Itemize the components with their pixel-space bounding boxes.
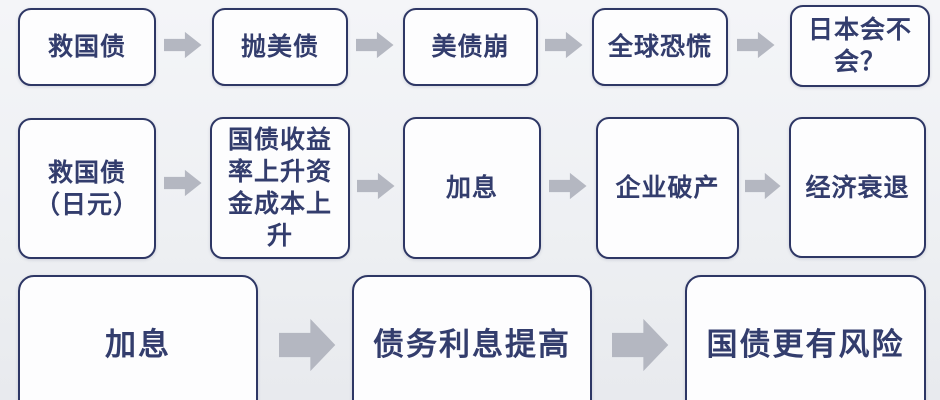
node-rate-hike-big: 加息: [18, 275, 258, 400]
node-label: 国债收益 率上升资 金成本上 升: [227, 125, 332, 250]
node-label: 加息: [105, 326, 171, 363]
node-label: 国债更有风险: [706, 326, 905, 363]
node-us-bonds-crash: 美债崩: [403, 8, 538, 86]
node-corporate-bankruptcy: 企业破产: [596, 117, 739, 259]
right-arrow-icon: [545, 31, 583, 59]
right-arrow-icon: [164, 169, 202, 197]
node-label: 经济衰退: [805, 172, 910, 202]
node-rescue-gov-bonds: 救国债: [18, 8, 156, 86]
node-label: 救国债: [47, 32, 126, 61]
right-arrow-icon: [356, 31, 394, 59]
node-economic-recession: 经济衰退: [789, 117, 926, 258]
node-global-panic: 全球恐慌: [592, 8, 728, 86]
right-arrow-icon: [737, 31, 775, 59]
right-arrow-icon: [279, 318, 336, 372]
node-label: 加息: [445, 173, 498, 202]
right-arrow-icon: [164, 31, 202, 59]
node-label: 救国债 （日元）: [34, 157, 139, 219]
node-label: 抛美债: [240, 32, 319, 61]
right-arrow-icon: [745, 172, 781, 200]
node-debt-interest-rises: 债务利息提高: [352, 275, 592, 400]
node-label: 全球恐慌: [607, 32, 712, 61]
node-label: 企业破产: [615, 173, 720, 202]
node-gov-bonds-riskier: 国债更有风险: [685, 275, 926, 400]
node-rate-hike: 加息: [403, 117, 541, 259]
node-rescue-gov-bonds-yen: 救国债 （日元）: [18, 118, 156, 259]
right-arrow-icon: [357, 172, 395, 200]
node-sell-us-bonds: 抛美债: [212, 8, 348, 86]
node-label: 日本会不 会？: [807, 15, 912, 76]
node-bond-yield-up-capital-cost-up: 国债收益 率上升资 金成本上 升: [210, 117, 350, 259]
node-label: 美债崩: [431, 32, 510, 61]
node-label: 债务利息提高: [373, 326, 571, 363]
node-will-japan-do-it: 日本会不 会？: [790, 5, 930, 87]
right-arrow-icon: [612, 318, 669, 372]
right-arrow-icon: [549, 172, 587, 200]
